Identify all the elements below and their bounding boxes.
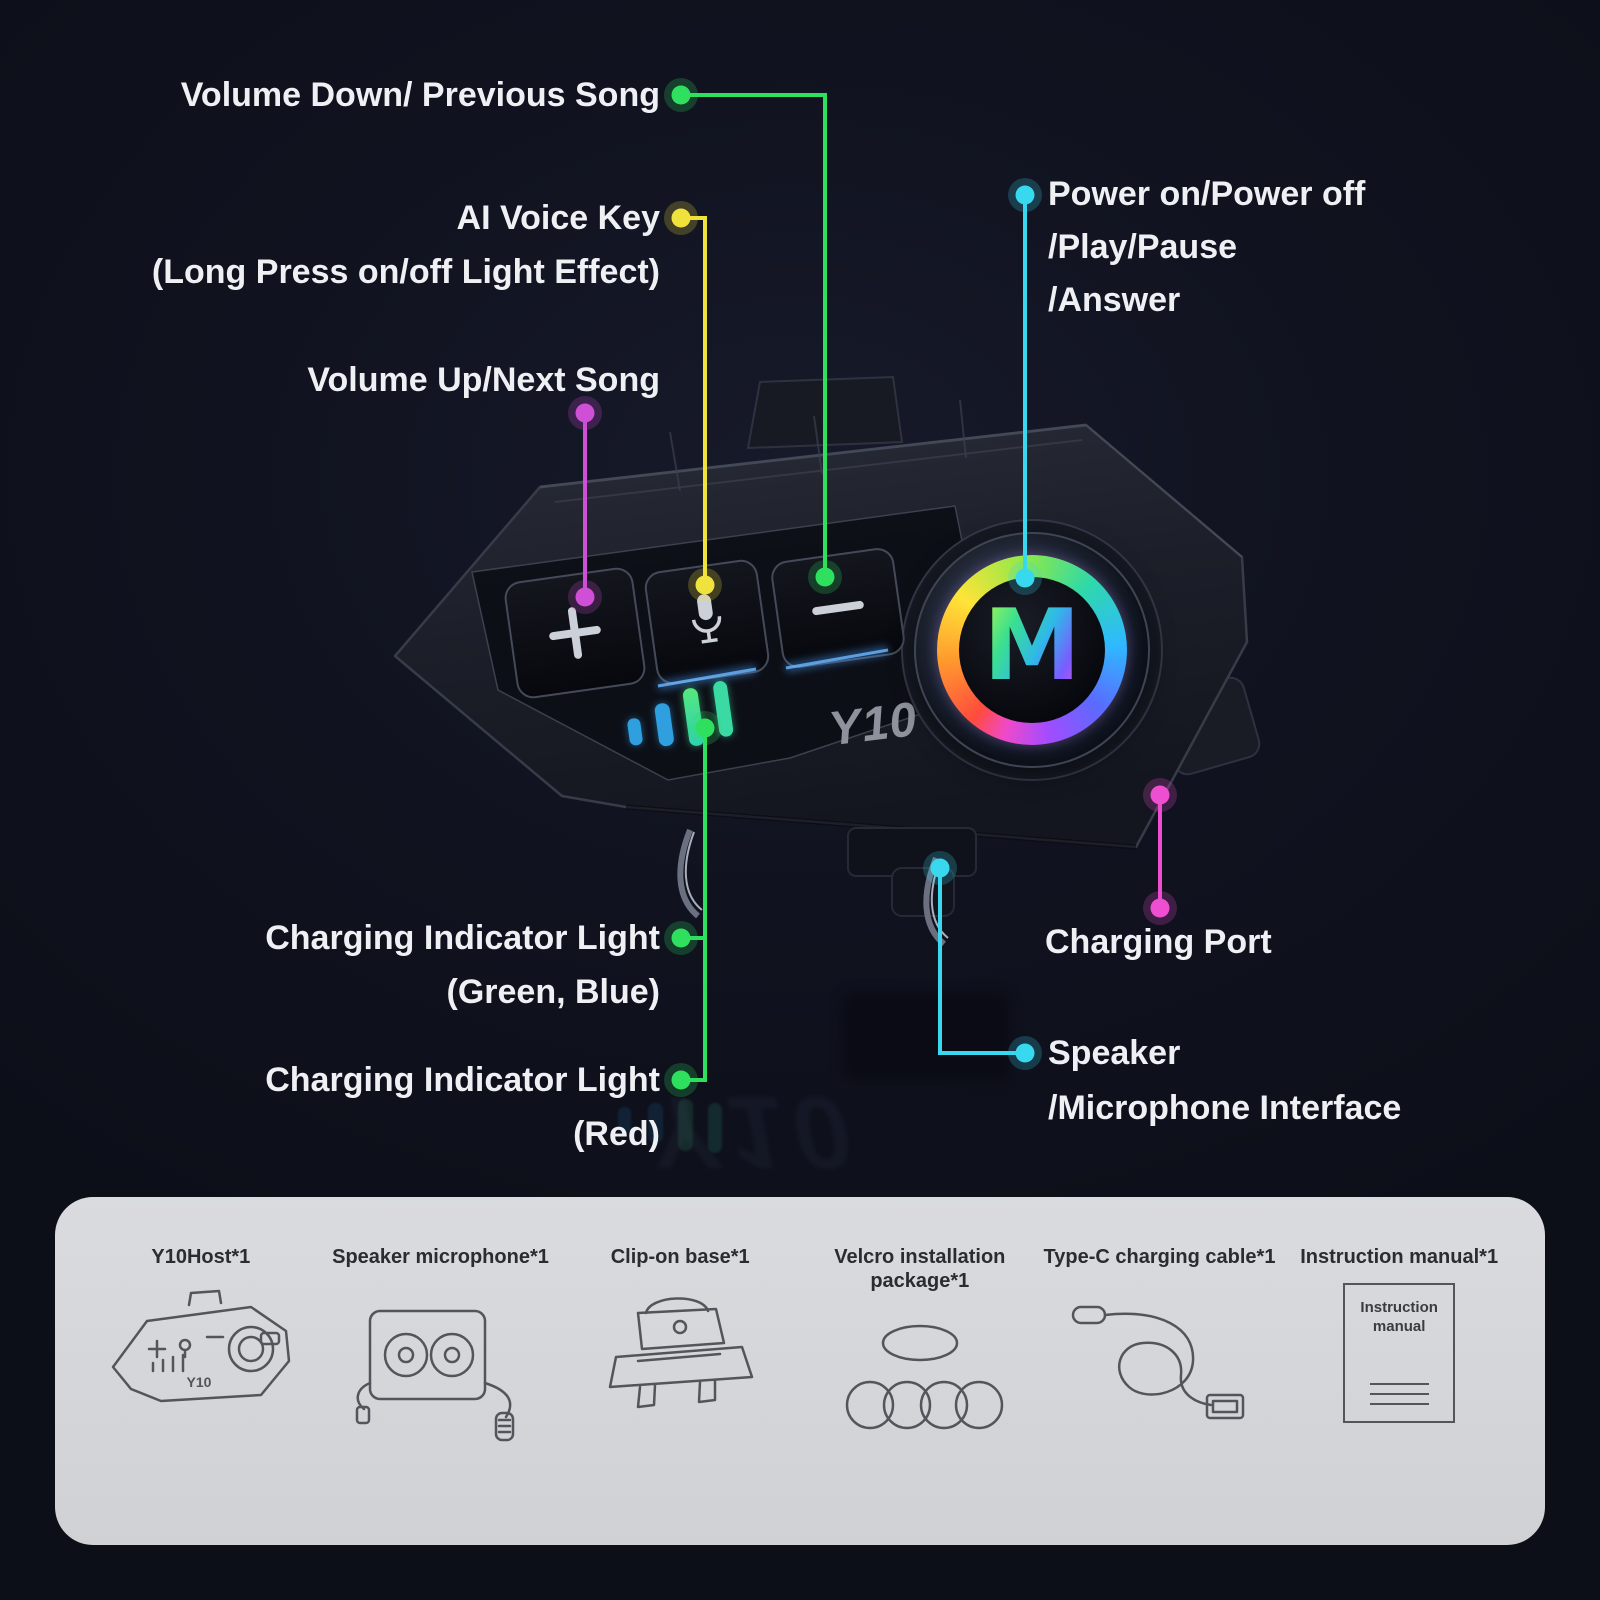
- label-ai-voice: AI Voice Key (Long Press on/off Light Ef…: [151, 199, 660, 291]
- type-c-cable-icon: [1059, 1283, 1259, 1448]
- model-label: Y10: [826, 693, 920, 756]
- brand-logo-letter: M: [983, 589, 1081, 703]
- label-volume-up: Volume Up/Next Song: [307, 361, 660, 399]
- package-item-clip-base: Clip-on base*1: [560, 1245, 800, 1523]
- package-item-manual: Instruction manual*1 Instruction manual: [1279, 1245, 1519, 1523]
- package-item-speaker-mic: Speaker microphone*1: [321, 1245, 561, 1523]
- package-contents-panel: Y10Host*1 Y10 Speaker microphone*1: [55, 1197, 1545, 1545]
- logo-core: M: [959, 577, 1105, 723]
- plus-icon: [549, 607, 601, 659]
- package-item-velcro: Velcro installation package*1: [800, 1245, 1040, 1523]
- minus-icon: [812, 600, 864, 616]
- package-item-host: Y10Host*1 Y10: [81, 1245, 321, 1523]
- label-charging-port: Charging Port: [1045, 923, 1272, 961]
- speaker-interface-stub: [891, 867, 955, 917]
- label-speaker-mic: Speaker /Microphone Interface: [1048, 1034, 1402, 1127]
- microphone-icon: [691, 594, 722, 644]
- package-item-cable: Type-C charging cable*1: [1040, 1245, 1280, 1523]
- power-button: M: [914, 532, 1150, 768]
- top-mount-tab: [746, 375, 904, 450]
- label-power: Power on/Power off /Play/Pause /Answer: [1048, 175, 1366, 319]
- host-device-icon: Y10: [101, 1283, 301, 1448]
- label-charging-indicator-green-blue: Charging Indicator Light (Green, Blue): [265, 919, 660, 1011]
- label-charging-indicator-red: Charging Indicator Light (Red): [265, 1061, 660, 1153]
- clip-on-base-icon: [580, 1283, 780, 1448]
- svg-text:Y10: Y10: [186, 1374, 211, 1390]
- mount-reflection: [842, 992, 1010, 1080]
- speaker-microphone-icon: [340, 1283, 540, 1448]
- led-reflection: [608, 1088, 758, 1173]
- velcro-package-icon: [820, 1307, 1020, 1472]
- label-volume-down: Volume Down/ Previous Song: [180, 76, 660, 114]
- instruction-manual-icon: Instruction manual: [1343, 1283, 1456, 1423]
